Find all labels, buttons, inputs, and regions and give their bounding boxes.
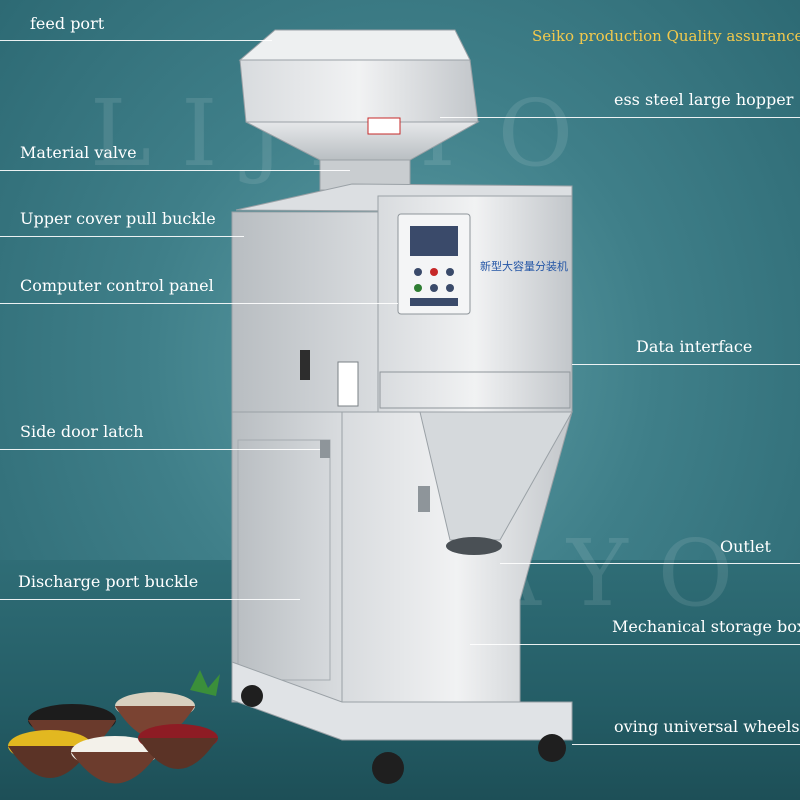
door-panel — [237, 439, 331, 681]
label-material-valve: Material valve — [20, 143, 137, 162]
keypad — [410, 268, 458, 306]
wheel-back-left — [241, 685, 263, 707]
label-outlet: Outlet — [720, 537, 771, 556]
brand-tagline: Seiko production Quality assurance — [532, 27, 800, 45]
hopper-funnel — [245, 121, 480, 161]
leader-control-panel — [0, 303, 398, 304]
outlet-chute — [419, 411, 573, 541]
leader-material-valve — [0, 170, 350, 171]
base-plate — [231, 661, 573, 741]
door-latch — [320, 440, 330, 458]
leader-feed-port — [0, 40, 272, 41]
label-discharge-buckle: Discharge port buckle — [18, 572, 199, 591]
label-side-door: Side door latch — [20, 422, 144, 441]
hopper-rim — [238, 29, 471, 61]
label-hopper: ess steel large hopper — [614, 90, 794, 109]
lcd-screen — [410, 226, 458, 256]
label-wheels: oving universal wheels — [614, 717, 800, 736]
nameplate — [337, 361, 359, 407]
label-control-panel: Computer control panel — [20, 276, 214, 295]
label-upper-cover: Upper cover pull buckle — [20, 209, 216, 228]
leader-outlet — [500, 563, 800, 564]
wheel-front-left — [372, 752, 404, 784]
leader-upper-cover — [0, 236, 244, 237]
side-latch — [300, 350, 310, 380]
discharge-buckle — [418, 486, 430, 512]
hopper-top — [239, 59, 479, 123]
leader-data-interface — [572, 364, 800, 365]
outlet — [446, 537, 502, 555]
panel-badge: 新型大容量分装机 — [480, 259, 568, 273]
label-storage-box: Mechanical storage box — [612, 617, 800, 636]
label-feed-port: feed port — [30, 14, 105, 33]
leader-storage-box — [470, 644, 800, 645]
leader-hopper — [440, 117, 800, 118]
leader-side-door — [0, 449, 320, 450]
wheel-front-right — [538, 734, 566, 762]
storage-box-side — [231, 411, 343, 703]
label-data-interface: Data interface — [636, 337, 753, 356]
leader-wheels — [572, 744, 800, 745]
leader-discharge-buckle — [0, 599, 300, 600]
grain-bowls — [8, 670, 220, 784]
hopper-warning-tag — [367, 117, 401, 135]
data-interface-strip — [379, 371, 571, 409]
